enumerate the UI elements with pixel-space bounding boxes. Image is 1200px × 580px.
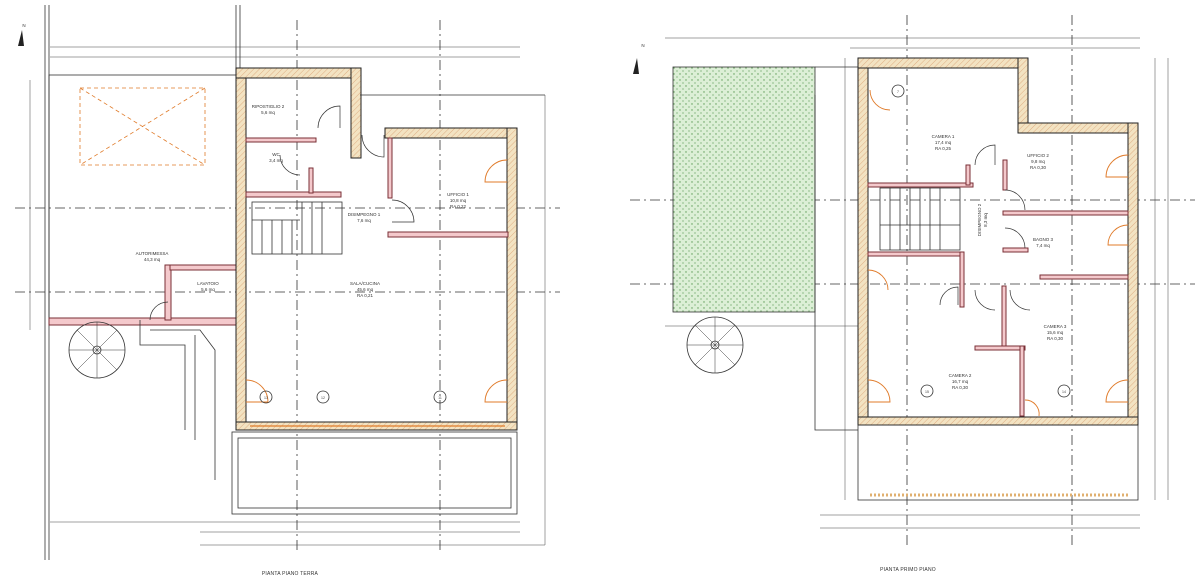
skylight [79,87,206,166]
svg-text:DISIMPEGNO 2: DISIMPEGNO 2 [977,203,982,236]
north-arrow-icon: N [633,43,645,74]
svg-text:7: 7 [897,90,899,94]
svg-text:5,6 mq: 5,6 mq [261,110,275,115]
dimension-lines [665,37,1169,529]
spiral-stair [686,316,744,374]
svg-text:11: 11 [438,396,442,400]
svg-text:RA 0,22: RA 0,22 [450,204,467,209]
svg-text:LAVATOIO: LAVATOIO [197,281,219,286]
svg-text:RA 0,25: RA 0,25 [935,146,952,151]
garage-wall [48,317,238,326]
svg-text:16,7 mq: 16,7 mq [952,379,969,384]
balcony [857,424,1139,501]
exterior-walls [235,67,518,431]
spiral-stair [68,321,126,379]
svg-text:WC: WC [272,152,280,157]
svg-text:DISIMPEGNO 1: DISIMPEGNO 1 [348,212,381,217]
svg-text:RA 0,30: RA 0,30 [952,385,969,390]
svg-text:AUTORIMESSA: AUTORIMESSA [136,251,169,256]
svg-text:15: 15 [925,390,929,394]
svg-text:7,4 mq: 7,4 mq [1036,243,1050,248]
svg-text:15,6 mq: 15,6 mq [1047,330,1064,335]
svg-text:8,3 mq: 8,3 mq [983,213,988,227]
svg-text:UFFICIO 2: UFFICIO 2 [1027,153,1049,158]
section-marker: 7 [891,84,905,98]
section-marker: 12 [316,390,330,404]
plan-title: PIANTA PIANO TERRA [262,571,319,577]
svg-text:BAGNO 3: BAGNO 3 [1033,237,1054,242]
room-label: WC3,4 mq [269,152,283,163]
room-label: DISIMPEGNO 17,6 mq [348,212,381,223]
svg-text:9,8 mq: 9,8 mq [1031,159,1045,164]
svg-text:UFFICIO 1: UFFICIO 1 [447,192,469,197]
door-swings [867,89,1129,417]
svg-text:CAMERA 3: CAMERA 3 [1044,324,1067,329]
svg-text:SALA/CUCINA: SALA/CUCINA [350,281,380,286]
svg-text:7,6 mq: 7,6 mq [357,218,371,223]
svg-text:12: 12 [321,396,325,400]
svg-text:44,3 mq: 44,3 mq [144,257,161,262]
green-roof [672,66,816,313]
svg-text:10,8 mq: 10,8 mq [450,198,467,203]
staircase [879,187,961,251]
dimension-lines [29,46,546,546]
interior-partitions [867,159,1129,417]
section-marker: 11 [433,390,447,404]
svg-text:3,4 mq: 3,4 mq [269,158,283,163]
svg-text:17,4 mq: 17,4 mq [935,140,952,145]
svg-text:CAMERA 2: CAMERA 2 [949,373,972,378]
svg-text:RIPOSTIGLIO 2: RIPOSTIGLIO 2 [252,104,285,109]
svg-text:CAMERA 1: CAMERA 1 [932,134,955,139]
section-marker: 13 [259,390,273,404]
north-arrow-icon: N [18,23,26,46]
interior-partitions [245,137,509,238]
section-marker: 15 [920,384,934,398]
ground-floor-plan: N [15,5,560,577]
svg-text:14: 14 [1062,390,1066,394]
svg-text:5,6 mq: 5,6 mq [201,287,215,292]
svg-text:13: 13 [264,396,268,400]
svg-text:45,6 mq: 45,6 mq [357,287,374,292]
svg-text:N: N [641,43,644,48]
svg-text:RA 0,30: RA 0,30 [1047,336,1064,341]
room-label: BAGNO 37,4 mq [1033,237,1054,248]
first-floor-plan: N [630,15,1195,573]
svg-text:RA 0,21: RA 0,21 [357,293,374,298]
plan-title: PIANTA PRIMO PIANO [880,567,936,573]
section-marker: 14 [1057,384,1071,398]
portico [231,431,518,515]
svg-text:RA 0,30: RA 0,30 [1030,165,1047,170]
staircase [251,201,343,255]
svg-text:N: N [22,23,25,28]
room-label: RIPOSTIGLIO 25,6 mq [252,104,285,115]
door-swings [149,105,508,403]
